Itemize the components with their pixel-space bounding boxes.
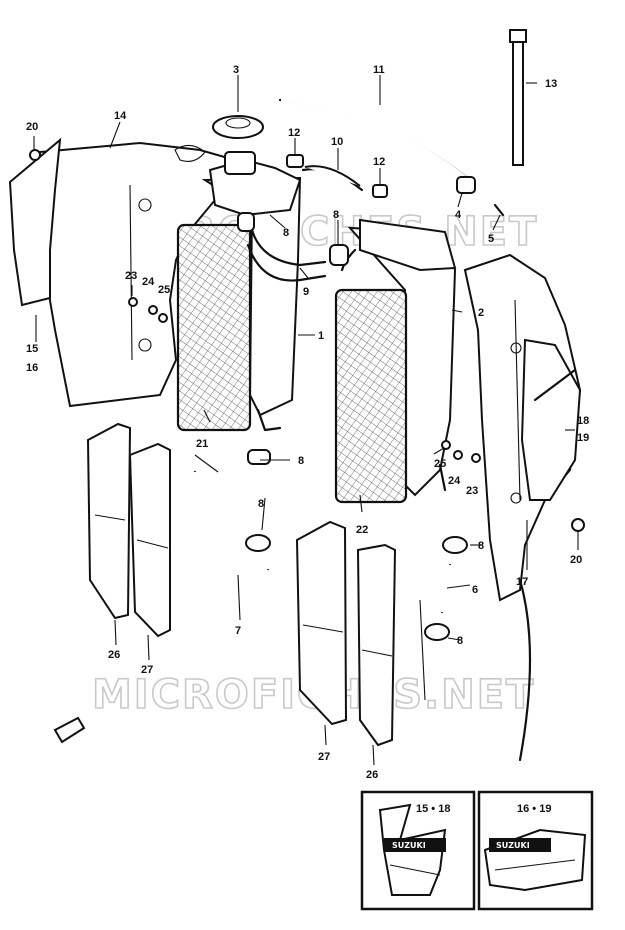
callout-17: 17	[516, 576, 528, 588]
callout-4: 4	[455, 209, 462, 221]
callout-1: 1	[318, 330, 324, 342]
radiator-guards-left	[86, 422, 171, 638]
washer-24b	[453, 450, 463, 460]
callout-12b: 12	[373, 156, 385, 168]
callout-24b: 24	[448, 475, 461, 487]
clamp-8c	[247, 449, 271, 465]
left-shroud	[36, 141, 237, 408]
callout-16: 16	[26, 362, 38, 374]
clamp-12b	[372, 184, 388, 198]
callout-2: 2	[478, 307, 484, 319]
callout-19: 19	[577, 432, 589, 444]
part-4	[456, 176, 476, 194]
screw-20b	[571, 518, 585, 532]
grommet-25a	[158, 313, 168, 323]
callout-15: 15	[26, 343, 38, 355]
inset-right-label: 16 • 19	[517, 803, 551, 815]
callout-8f: 8	[457, 635, 463, 647]
clamp-12a	[286, 154, 304, 168]
inset-decal-left: 15 • 18 SUZUKI	[360, 790, 476, 911]
callout-6: 6	[472, 584, 478, 596]
side-line	[518, 578, 532, 762]
clamp-8a	[237, 212, 255, 232]
inset-left-label: 15 • 18	[416, 803, 450, 815]
left-radiator	[176, 151, 327, 432]
radiator-cap	[212, 115, 264, 139]
callout-23a: 23	[125, 270, 137, 282]
overflow-rod	[509, 29, 527, 166]
callout-18: 18	[577, 415, 589, 427]
callout-26b: 26	[366, 769, 378, 781]
clamp-8f	[424, 623, 450, 641]
screw-20a	[29, 149, 41, 161]
callout-24a: 24	[142, 276, 155, 288]
callout-5: 5	[488, 233, 494, 245]
callout-13: 13	[545, 78, 557, 90]
callout-26a: 26	[108, 649, 120, 661]
clamp-8d	[245, 534, 271, 552]
inset-right-brand: SUZUKI	[496, 841, 530, 850]
callout-20a: 20	[26, 121, 38, 133]
right-decal	[520, 338, 582, 501]
callout-8e: 8	[478, 540, 484, 552]
grommet-25b	[441, 440, 451, 450]
lower-hose-7-inner	[189, 471, 274, 598]
callout-8a: 8	[283, 227, 289, 239]
callout-10: 10	[331, 136, 343, 148]
callout-12a: 12	[288, 127, 300, 139]
right-radiator	[334, 218, 457, 504]
callout-25b: 25	[434, 458, 446, 470]
bolt-23b	[471, 453, 481, 463]
bolt-23a	[128, 297, 138, 307]
callout-3: 3	[233, 64, 239, 76]
callout-25a: 25	[158, 284, 170, 296]
inset-left-brand: SUZUKI	[392, 841, 426, 850]
hose-10-inner	[304, 165, 361, 187]
inset-decal-right: 16 • 19 SUZUKI	[477, 790, 594, 911]
clamp-8e	[442, 536, 468, 554]
right-decal-stripe	[533, 368, 577, 402]
callout-27a: 27	[141, 664, 153, 676]
washer-24a	[148, 305, 158, 315]
callouts: 3 11 13 14 20 12 10 12 4 5 8 8 9 1 2 23 …	[26, 64, 589, 781]
callout-8d: 8	[258, 498, 264, 510]
callout-11: 11	[373, 64, 385, 76]
callout-22: 22	[356, 524, 368, 536]
callout-8b: 8	[333, 209, 339, 221]
part-5	[493, 203, 505, 217]
breather-hose-inner	[280, 98, 470, 182]
callout-9: 9	[303, 286, 309, 298]
leader-lines	[33, 75, 579, 766]
left-decal	[8, 137, 62, 307]
callout-23b: 23	[466, 485, 478, 497]
callout-21: 21	[196, 438, 208, 450]
front-arrow-icon	[53, 716, 86, 744]
callout-8c: 8	[298, 455, 304, 467]
radiator-guards-right	[295, 520, 397, 747]
hose-6-inner	[436, 564, 456, 613]
clamp-8b	[329, 244, 349, 266]
callout-14: 14	[114, 110, 127, 122]
callout-27b: 27	[318, 751, 330, 763]
callout-20b: 20	[570, 554, 582, 566]
callout-7: 7	[235, 625, 241, 637]
